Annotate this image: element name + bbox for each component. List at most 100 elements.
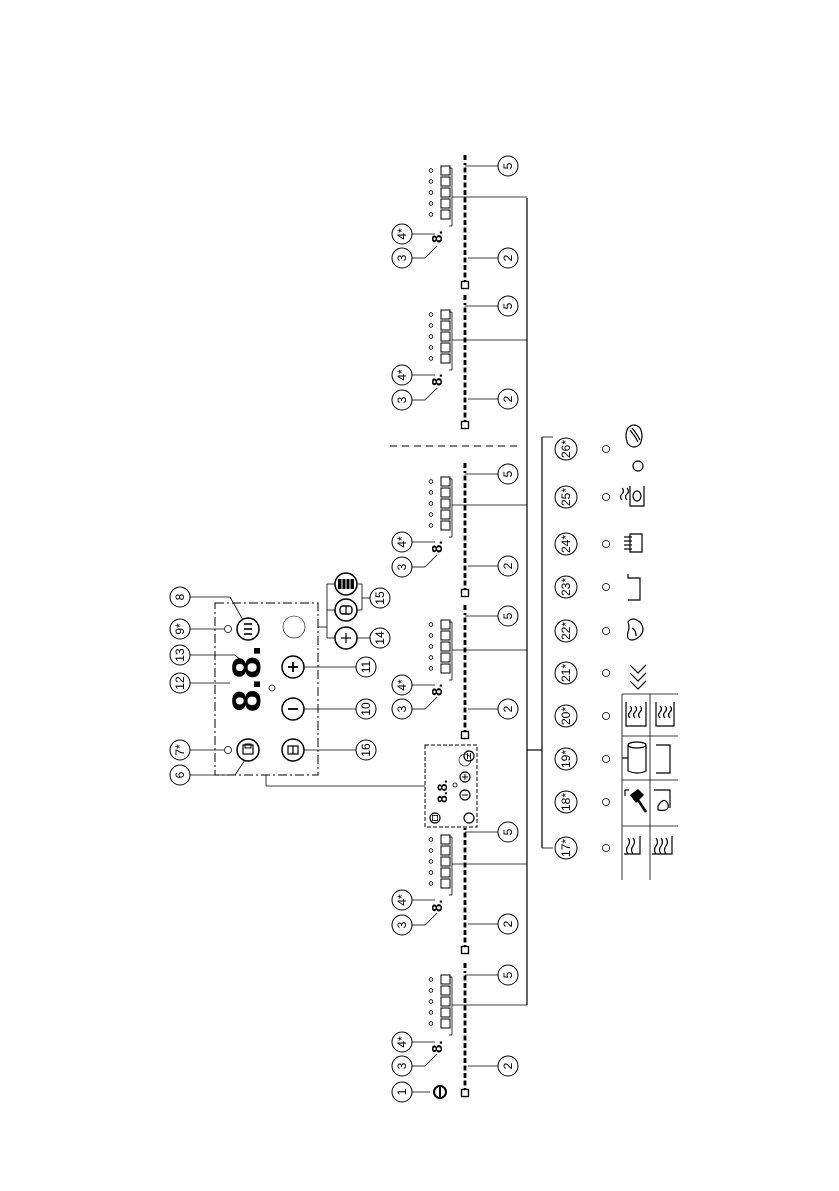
- zone-4-callout-3: 3: [391, 556, 413, 578]
- steak-icon: [626, 618, 644, 641]
- svg-text:2: 2: [501, 254, 515, 261]
- boil-icon: [625, 702, 675, 727]
- svg-text:11: 11: [359, 660, 373, 673]
- zone-4-callout-2: 2: [497, 555, 519, 577]
- svg-text:3: 3: [395, 563, 409, 570]
- svg-text:4*: 4*: [395, 894, 409, 906]
- zone-3-callout-2: 2: [497, 698, 519, 720]
- callout-25: 25*: [554, 485, 578, 509]
- small-control-panel: 8.8.: [424, 744, 478, 828]
- svg-text:4*: 4*: [395, 369, 409, 381]
- bridge-button[interactable]: [334, 626, 358, 650]
- zone-3-callout-3: 3: [391, 698, 413, 720]
- zone-4: 8. 5 2 4* 3: [391, 461, 527, 598]
- zone-2-callout-3: 3: [391, 914, 413, 936]
- function-leds: [602, 445, 610, 852]
- svg-text:3: 3: [395, 1062, 409, 1069]
- zone-6-callout-3: 3: [391, 247, 413, 269]
- callout-24: 24*: [554, 532, 578, 556]
- svg-text:26*: 26*: [559, 440, 573, 458]
- plus-button[interactable]: [281, 655, 305, 679]
- zone-5-callout-3: 3: [391, 389, 413, 411]
- svg-text:3: 3: [395, 921, 409, 928]
- svg-text:19*: 19*: [559, 750, 573, 768]
- pancake-egg-icon: [625, 424, 644, 472]
- flex-zone-button[interactable]: [334, 598, 358, 622]
- callout-18: 18*: [554, 790, 578, 814]
- minus-button[interactable]: [281, 697, 305, 721]
- keep-warm-button[interactable]: [281, 738, 305, 762]
- svg-text:3: 3: [395, 705, 409, 712]
- flex-zone-full-button[interactable]: [334, 572, 358, 596]
- svg-text:12: 12: [173, 676, 187, 690]
- svg-text:25*: 25*: [559, 488, 573, 506]
- svg-text:4*: 4*: [395, 1036, 409, 1048]
- callout-20: 20*: [554, 704, 578, 728]
- melt-icon: [624, 836, 673, 855]
- bridge-empty-key[interactable]: [282, 615, 306, 639]
- pot-icon: [622, 741, 671, 774]
- callout-23: 23*: [554, 575, 578, 599]
- zone-6-level-indicators: [428, 165, 453, 227]
- svg-text:5: 5: [501, 612, 515, 619]
- svg-text:4*: 4*: [395, 536, 409, 548]
- zone-1-callout-5: 5: [497, 964, 519, 986]
- callout-10: 10: [355, 698, 377, 720]
- callout-16: 16: [355, 739, 377, 761]
- pause-led: [224, 625, 232, 633]
- zone-1-level-indicators: [428, 974, 453, 1036]
- zone-1-callout-2: 2: [497, 1055, 519, 1077]
- svg-text:21*: 21*: [559, 664, 573, 682]
- zone-6-callout-5: 5: [497, 155, 519, 177]
- zone-6-power-display: 8.: [429, 230, 446, 243]
- callout-13: 13: [169, 644, 191, 666]
- callout-26: 26*: [554, 437, 578, 461]
- svg-text:23*: 23*: [559, 578, 573, 596]
- zone-2-callout-4: 4*: [391, 889, 413, 911]
- small-panel-timer-display: 8.8.: [434, 780, 450, 803]
- zone-2-callout-5: 5: [497, 821, 519, 843]
- timer-display: 8.8.: [225, 645, 269, 712]
- svg-text:1: 1: [395, 1088, 409, 1095]
- svg-text:4*: 4*: [395, 679, 409, 691]
- svg-text:20*: 20*: [559, 707, 573, 725]
- svg-text:13: 13: [173, 648, 187, 662]
- callout-11: 11: [355, 656, 377, 678]
- svg-text:10: 10: [359, 702, 373, 716]
- zone-6: 8. 5 2 4* 3: [391, 153, 527, 290]
- svg-text:2: 2: [501, 562, 515, 569]
- svg-text:2: 2: [501, 395, 515, 402]
- callout-7: 7*: [169, 739, 191, 761]
- svg-text:2: 2: [501, 705, 515, 712]
- lock-led: [224, 746, 232, 754]
- zone-2: 8. 5 2 4* 3: [391, 818, 527, 955]
- main-power-icon[interactable]: [433, 1085, 447, 1099]
- zone-1-callout-1: 1: [391, 1081, 413, 1103]
- svg-text:5: 5: [501, 470, 515, 477]
- steamer-icon: [619, 486, 645, 507]
- svg-text:3: 3: [395, 396, 409, 403]
- lock-button[interactable]: [236, 738, 260, 762]
- svg-text:2: 2: [501, 1062, 515, 1069]
- callout-8: 8: [169, 586, 191, 608]
- timer-clock-icon: [268, 684, 276, 692]
- svg-text:17*: 17*: [559, 839, 573, 857]
- zone-5-level-indicators: [428, 309, 453, 371]
- enlarged-control-panel: 8.8.: [214, 602, 319, 776]
- callout-15: 15: [369, 587, 391, 609]
- svg-text:18*: 18*: [559, 793, 573, 811]
- zone-3-callout-4: 4*: [391, 674, 413, 696]
- callout-6: 6: [169, 764, 191, 786]
- zone-3-level-indicators: [428, 619, 453, 681]
- zone-4-level-indicators: [428, 476, 453, 538]
- pause-button[interactable]: [236, 617, 260, 641]
- svg-text:5: 5: [501, 971, 515, 978]
- callout-14: 14: [369, 627, 391, 649]
- svg-text:5: 5: [501, 828, 515, 835]
- svg-text:2: 2: [501, 920, 515, 927]
- zone-1-callout-3: 3: [391, 1055, 413, 1077]
- zone-5-callout-5: 5: [497, 295, 519, 317]
- zone-6-callout-2: 2: [497, 247, 519, 269]
- zone-3: 8. 5 2 4* 3: [391, 603, 527, 740]
